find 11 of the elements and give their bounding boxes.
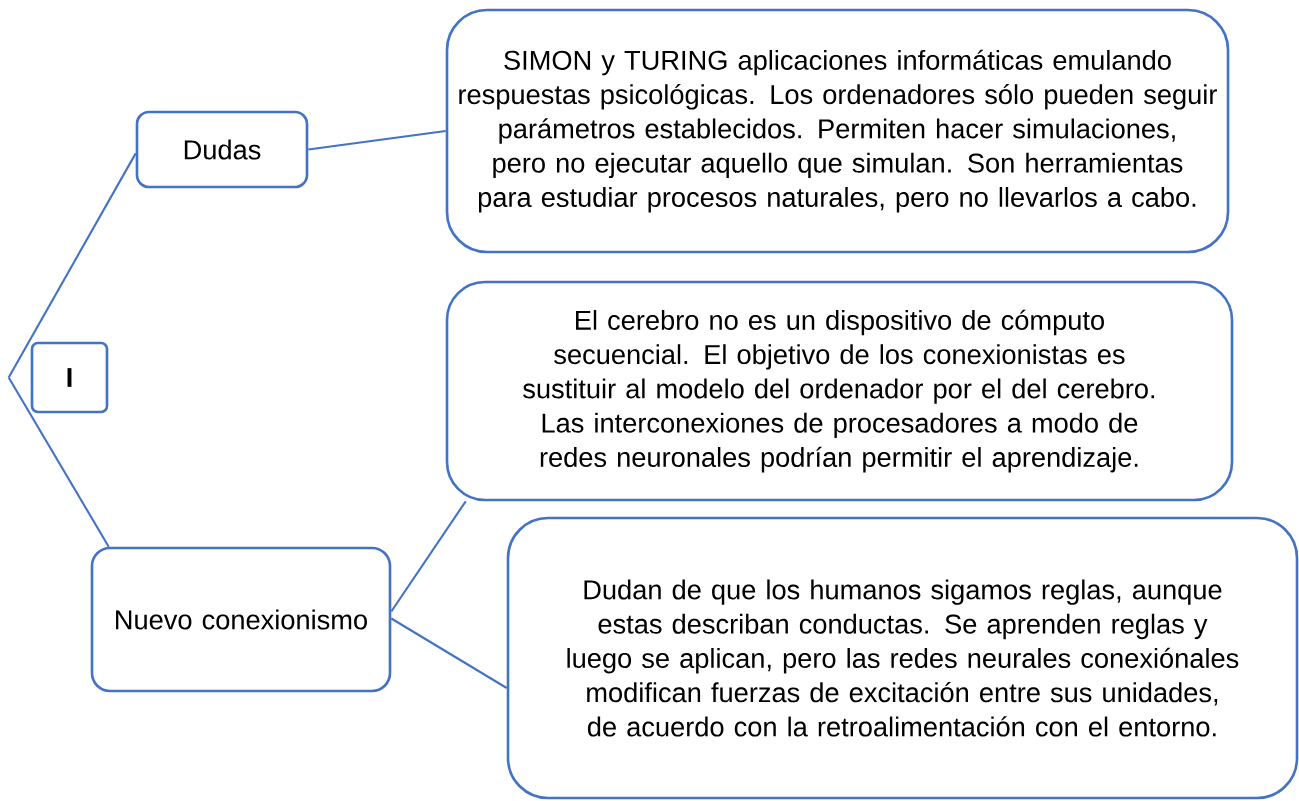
note-box: SIMON y TURING aplicaciones informáticas emulando respuestas psicológicas. Los ordenadores sólo pueden seguir parámetros establecidos. Permiten hacer simulaciones, pero no ejecutar aquello que simulan. Son herramientas para estudiar procesos naturales, pero no llevarlos a cabo. xyxy=(445,8,1230,254)
note-box: Dudan de que los humanos sigamos reglas, aunque estas describan conductas. Se aprenden reglas y luego se aplican, pero las redes neurales conexiónales modifican fuerzas de excitación entre sus unidades, de acuerdo con la retroalimentación con el entorno. xyxy=(506,516,1299,800)
connector-line xyxy=(7,152,137,379)
topic-box: Dudas xyxy=(135,110,309,189)
note-box: El cerebro no es un dispositivo de cómputo secuencial. El objetivo de los conexionistas es sustituir al modelo del ordenador por el del cerebro. Las interconexiones de procesadores a modo de redes neuronales podrían permitir el aprendizaje. xyxy=(445,280,1234,502)
topic-box: Nuevo conexionismo xyxy=(90,546,392,693)
connector-line xyxy=(390,500,467,613)
label-box: I xyxy=(30,341,109,414)
connector-line xyxy=(390,617,508,689)
connector-line xyxy=(7,376,110,548)
connector-line xyxy=(308,129,446,151)
